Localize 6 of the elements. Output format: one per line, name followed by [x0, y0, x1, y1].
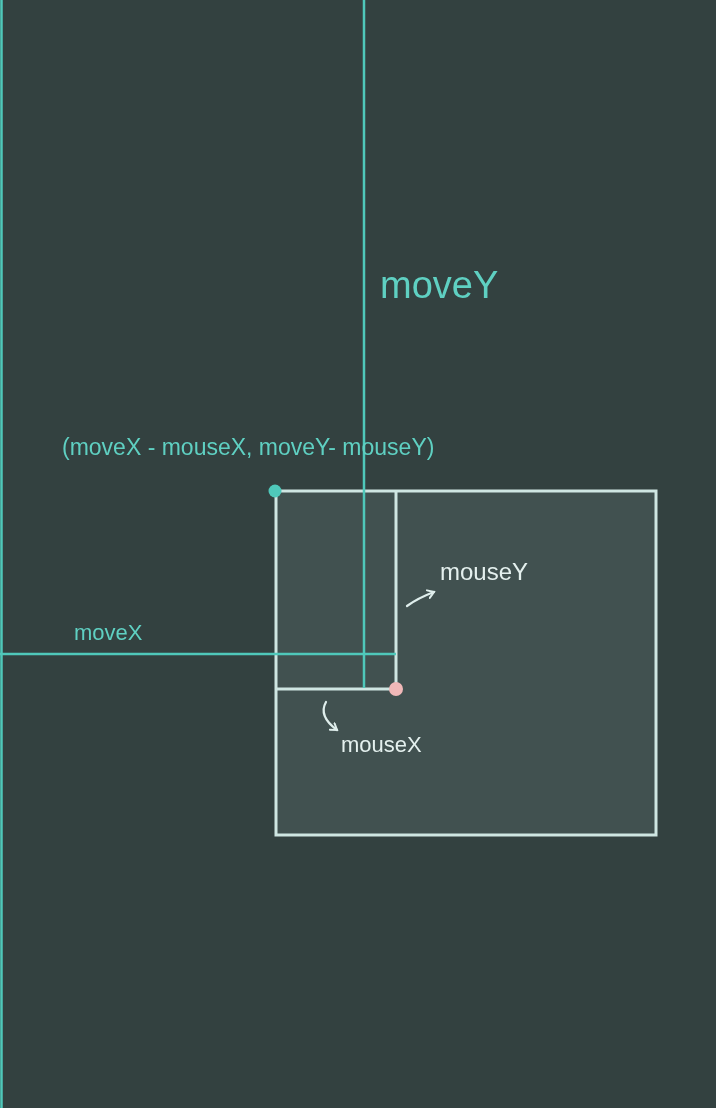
variable-label: mouseX	[341, 732, 422, 757]
axis-label: moveX	[74, 622, 143, 644]
axis-label: moveY	[380, 266, 499, 304]
variable-label: mouseY	[440, 558, 529, 585]
curved-arrow	[405, 589, 436, 608]
curved-arrow	[322, 700, 339, 732]
